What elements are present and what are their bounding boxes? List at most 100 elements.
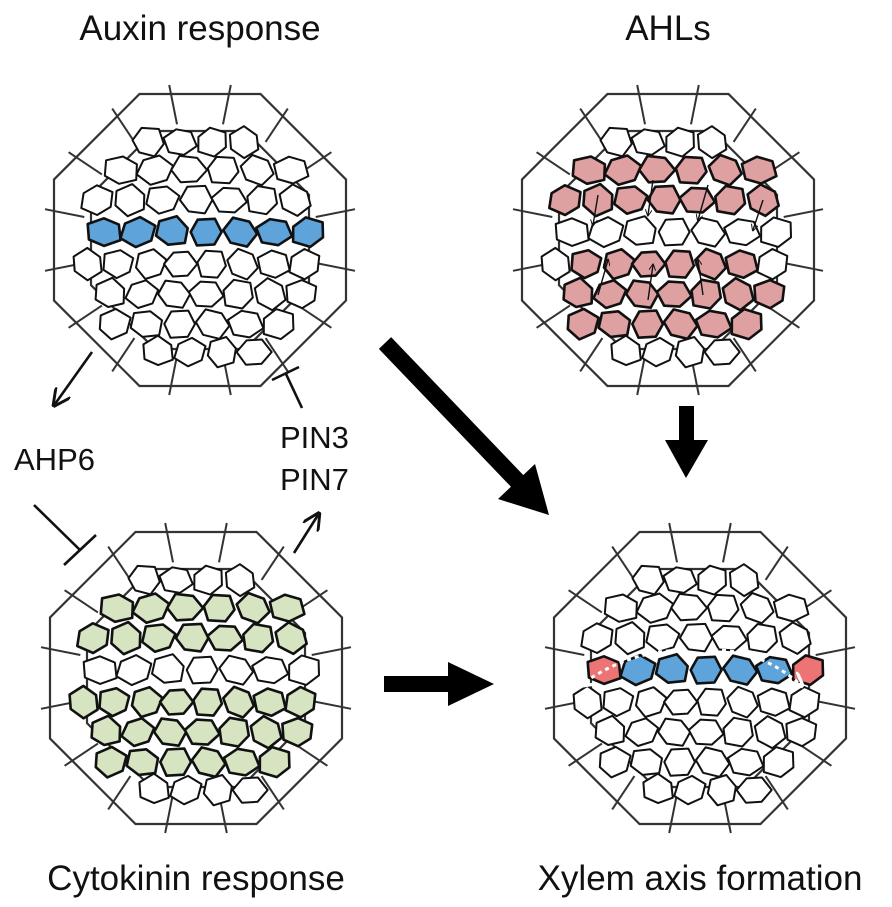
cortex-cell-wall bbox=[315, 262, 356, 272]
stele-cell bbox=[746, 623, 778, 654]
stele-cell bbox=[246, 185, 278, 216]
stele-cell bbox=[641, 336, 675, 368]
stele-cell bbox=[696, 687, 727, 717]
stele-cell bbox=[663, 747, 696, 777]
stele-cell bbox=[629, 748, 663, 776]
stele-cell bbox=[756, 248, 789, 281]
stele-cell bbox=[730, 307, 763, 341]
stele-cell bbox=[673, 774, 707, 806]
stele-cell bbox=[694, 309, 733, 339]
arrow-cytokinin-to-pins bbox=[292, 515, 318, 554]
cortex-cell-wall bbox=[668, 793, 678, 834]
stele-cell bbox=[726, 747, 765, 777]
cortex-cell-wall bbox=[815, 646, 856, 656]
ahl-movement-arrow bbox=[698, 260, 704, 296]
stele-cell bbox=[197, 126, 227, 158]
stele-cell bbox=[252, 687, 287, 718]
stele-cell bbox=[206, 336, 237, 369]
stele-cell bbox=[152, 717, 188, 748]
stele-cell bbox=[706, 774, 737, 807]
stele-cell bbox=[162, 128, 198, 156]
cortex-cell-wall bbox=[260, 546, 285, 581]
stele-cell bbox=[662, 566, 698, 594]
stele-cell bbox=[103, 155, 138, 185]
cortex-cell-wall bbox=[264, 108, 289, 143]
stele-cell bbox=[630, 128, 666, 156]
stele-cell bbox=[612, 185, 649, 215]
stele-cell bbox=[173, 336, 207, 368]
cortex-cell-wall bbox=[164, 522, 174, 563]
title-ahls: AHLs bbox=[625, 9, 711, 48]
cortex-cell-wall bbox=[764, 775, 789, 810]
stele-cell bbox=[222, 216, 259, 248]
stele-cell bbox=[206, 624, 245, 652]
stele-cell bbox=[163, 250, 199, 278]
stele-cell bbox=[163, 309, 196, 339]
ahl-movement-arrow bbox=[698, 184, 709, 220]
stele-cell bbox=[99, 593, 135, 624]
stele-cell bbox=[735, 776, 773, 804]
cortex-cell-wall bbox=[732, 108, 757, 143]
auxin-response-cross-section bbox=[44, 84, 356, 396]
stele-cell bbox=[218, 716, 251, 748]
ahl-movement-arrow bbox=[597, 260, 608, 296]
stele-cell bbox=[202, 593, 236, 623]
cortex-cell-wall bbox=[311, 700, 352, 710]
stele-cell bbox=[258, 745, 291, 779]
arrow-cytokinin-to-xylem bbox=[384, 662, 494, 706]
stele-cell bbox=[602, 687, 635, 718]
stele-cell bbox=[142, 334, 174, 367]
cortex-cell-wall bbox=[579, 337, 604, 372]
cortex-cell-wall bbox=[722, 522, 732, 563]
stele-cell bbox=[772, 593, 810, 623]
stele-cell bbox=[657, 217, 691, 247]
stele-cell bbox=[151, 653, 185, 684]
stele-cell bbox=[674, 155, 708, 185]
inhibition-ahp6-to-cytokinin bbox=[33, 504, 97, 566]
stele-cell bbox=[187, 280, 225, 308]
stele-cell bbox=[82, 655, 118, 685]
stele-cell bbox=[697, 564, 727, 596]
stele-cell bbox=[98, 307, 132, 341]
cortex-cell-wall bbox=[579, 108, 604, 143]
stele-cell bbox=[721, 276, 755, 312]
label-pin3: PIN3 bbox=[280, 420, 349, 455]
cortex-cell-wall bbox=[611, 546, 636, 581]
stele-cell bbox=[68, 684, 99, 720]
stele-cell bbox=[272, 155, 310, 185]
cortex-cell-wall bbox=[222, 84, 232, 125]
stele-cell bbox=[242, 622, 275, 654]
stele-cell bbox=[572, 684, 603, 720]
stele-cell bbox=[235, 338, 273, 366]
stele-cell bbox=[753, 278, 786, 310]
cortex-cell-wall bbox=[636, 84, 646, 125]
stele-cell bbox=[226, 309, 265, 339]
stele-cell bbox=[170, 154, 209, 184]
stele-cell bbox=[722, 716, 754, 748]
stele-cell bbox=[174, 622, 210, 653]
stele-cell bbox=[570, 248, 603, 280]
cortex-cell-wall bbox=[512, 208, 553, 218]
stele-cell bbox=[571, 155, 607, 186]
stele-cell bbox=[696, 125, 728, 160]
stele-cell bbox=[222, 278, 254, 310]
cortex-cell-wall bbox=[311, 646, 352, 656]
stele-cell bbox=[788, 686, 821, 719]
cortex-cell-wall bbox=[297, 304, 332, 329]
stele-cell bbox=[262, 308, 295, 341]
title-cytokinin-response: Cytokinin response bbox=[47, 859, 345, 898]
cortex-cell-wall bbox=[536, 151, 571, 176]
cortex-cell-wall bbox=[68, 304, 103, 329]
stele-cell bbox=[724, 249, 759, 280]
cortex-cell-wall bbox=[315, 208, 356, 218]
stele-cell bbox=[566, 307, 600, 341]
stele-cell bbox=[754, 655, 794, 685]
stele-cell bbox=[721, 654, 759, 686]
ahl-movement-arrow bbox=[753, 199, 764, 230]
stele-cell bbox=[785, 717, 818, 748]
stele-cell bbox=[707, 153, 743, 187]
stele-cell bbox=[670, 592, 709, 622]
arrow-auxin-to-xylem bbox=[378, 337, 549, 515]
stele-cell bbox=[655, 280, 693, 308]
cortex-cell-wall bbox=[168, 84, 178, 125]
